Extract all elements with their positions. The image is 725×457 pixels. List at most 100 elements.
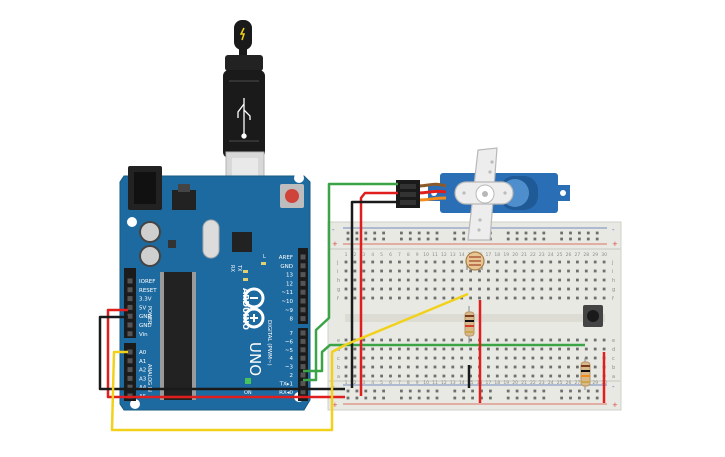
breadboard-hole[interactable] [344, 278, 348, 282]
rail-hole[interactable] [462, 237, 466, 241]
breadboard-hole[interactable] [549, 347, 553, 351]
breadboard-hole[interactable] [344, 269, 348, 273]
breadboard-hole[interactable] [593, 260, 597, 264]
breadboard-hole[interactable] [567, 296, 570, 300]
breadboard-hole[interactable] [549, 338, 553, 342]
breadboard-hole[interactable] [398, 365, 401, 369]
breadboard-hole[interactable] [380, 347, 383, 351]
digital-pin-hole[interactable] [300, 298, 306, 304]
breadboard-hole[interactable] [522, 338, 526, 342]
breadboard-hole[interactable] [495, 287, 499, 291]
rail-hole[interactable] [408, 396, 412, 400]
rail-hole[interactable] [400, 396, 403, 400]
breadboard-hole[interactable] [389, 374, 392, 378]
breadboard-hole[interactable] [442, 356, 446, 360]
rail-hole[interactable] [542, 231, 546, 235]
arduino-uno-board[interactable]: TX RX L ON ARDUINO UNO DIGITAL (PWM~) PO… [119, 166, 311, 411]
rail-hole[interactable] [569, 231, 572, 235]
breadboard-hole[interactable] [406, 374, 410, 378]
breadboard-hole[interactable] [540, 365, 544, 369]
breadboard-hole[interactable] [389, 338, 392, 342]
breadboard-hole[interactable] [558, 278, 561, 282]
breadboard-hole[interactable] [353, 347, 357, 351]
breadboard-hole[interactable] [531, 278, 535, 282]
breadboard-hole[interactable] [451, 296, 455, 300]
breadboard-hole[interactable] [540, 260, 544, 264]
breadboard-hole[interactable] [495, 338, 499, 342]
breadboard-hole[interactable] [584, 338, 588, 342]
breadboard-hole[interactable] [389, 356, 392, 360]
breadboard-hole[interactable] [602, 260, 606, 264]
breadboard-hole[interactable] [522, 269, 526, 273]
rail-hole[interactable] [417, 396, 421, 400]
rail-hole[interactable] [382, 389, 385, 393]
rail-hole[interactable] [480, 396, 483, 400]
rail-hole[interactable] [595, 396, 599, 400]
rail-hole[interactable] [560, 396, 563, 400]
breadboard-hole[interactable] [549, 269, 553, 273]
breadboard-hole[interactable] [469, 374, 472, 378]
breadboard-hole[interactable] [531, 296, 535, 300]
breadboard-hole[interactable] [469, 287, 472, 291]
breadboard-hole[interactable] [353, 269, 357, 273]
breadboard-hole[interactable] [451, 365, 455, 369]
breadboard-hole[interactable] [451, 269, 455, 273]
breadboard-hole[interactable] [398, 287, 401, 291]
breadboard-hole[interactable] [380, 287, 383, 291]
breadboard-hole[interactable] [576, 296, 579, 300]
breadboard-hole[interactable] [549, 260, 553, 264]
breadboard-hole[interactable] [344, 374, 348, 378]
breadboard-hole[interactable] [531, 269, 535, 273]
breadboard-hole[interactable] [380, 338, 383, 342]
digital-pin-hole[interactable] [300, 347, 306, 353]
breadboard-hole[interactable] [487, 356, 490, 360]
rail-hole[interactable] [435, 237, 439, 241]
breadboard-hole[interactable] [469, 269, 472, 273]
breadboard-hole[interactable] [460, 287, 464, 291]
digital-pin-hole[interactable] [300, 330, 306, 336]
rail-hole[interactable] [506, 237, 510, 241]
breadboard-hole[interactable] [362, 296, 366, 300]
breadboard-hole[interactable] [558, 296, 561, 300]
breadboard-hole[interactable] [398, 347, 401, 351]
breadboard-hole[interactable] [460, 278, 464, 282]
breadboard-hole[interactable] [362, 356, 366, 360]
breadboard-hole[interactable] [460, 356, 464, 360]
wire-yellow[interactable] [110, 292, 469, 432]
digital-pin-hole[interactable] [300, 372, 306, 378]
breadboard-hole[interactable] [558, 374, 561, 378]
breadboard-hole[interactable] [593, 296, 597, 300]
rail-hole[interactable] [382, 231, 385, 235]
breadboard-hole[interactable] [389, 296, 392, 300]
breadboard-hole[interactable] [451, 278, 455, 282]
wire-red[interactable] [106, 191, 606, 403]
breadboard-hole[interactable] [504, 365, 508, 369]
rail-hole[interactable] [506, 389, 510, 393]
breadboard-hole[interactable] [522, 347, 526, 351]
breadboard-hole[interactable] [353, 287, 357, 291]
breadboard-hole[interactable] [478, 278, 481, 282]
rail-hole[interactable] [569, 389, 572, 393]
breadboard-hole[interactable] [576, 278, 579, 282]
breadboard-hole[interactable] [406, 287, 410, 291]
breadboard-hole[interactable] [584, 260, 588, 264]
breadboard-hole[interactable] [531, 356, 535, 360]
breadboard-hole[interactable] [380, 296, 383, 300]
rail-hole[interactable] [542, 396, 546, 400]
breadboard-hole[interactable] [371, 347, 375, 351]
breadboard-hole[interactable] [371, 356, 375, 360]
breadboard-hole[interactable] [549, 356, 553, 360]
breadboard-hole[interactable] [567, 278, 570, 282]
breadboard-hole[interactable] [593, 347, 597, 351]
breadboard-hole[interactable] [451, 338, 455, 342]
breadboard-hole[interactable] [478, 269, 481, 273]
breadboard-hole[interactable] [576, 287, 579, 291]
rail-hole[interactable] [462, 396, 466, 400]
breadboard-hole[interactable] [593, 356, 597, 360]
rail-hole[interactable] [586, 396, 590, 400]
breadboard-hole[interactable] [558, 338, 561, 342]
breadboard-hole[interactable] [513, 365, 517, 369]
breadboard-hole[interactable] [495, 347, 499, 351]
breadboard-hole[interactable] [424, 287, 428, 291]
breadboard-hole[interactable] [353, 296, 357, 300]
